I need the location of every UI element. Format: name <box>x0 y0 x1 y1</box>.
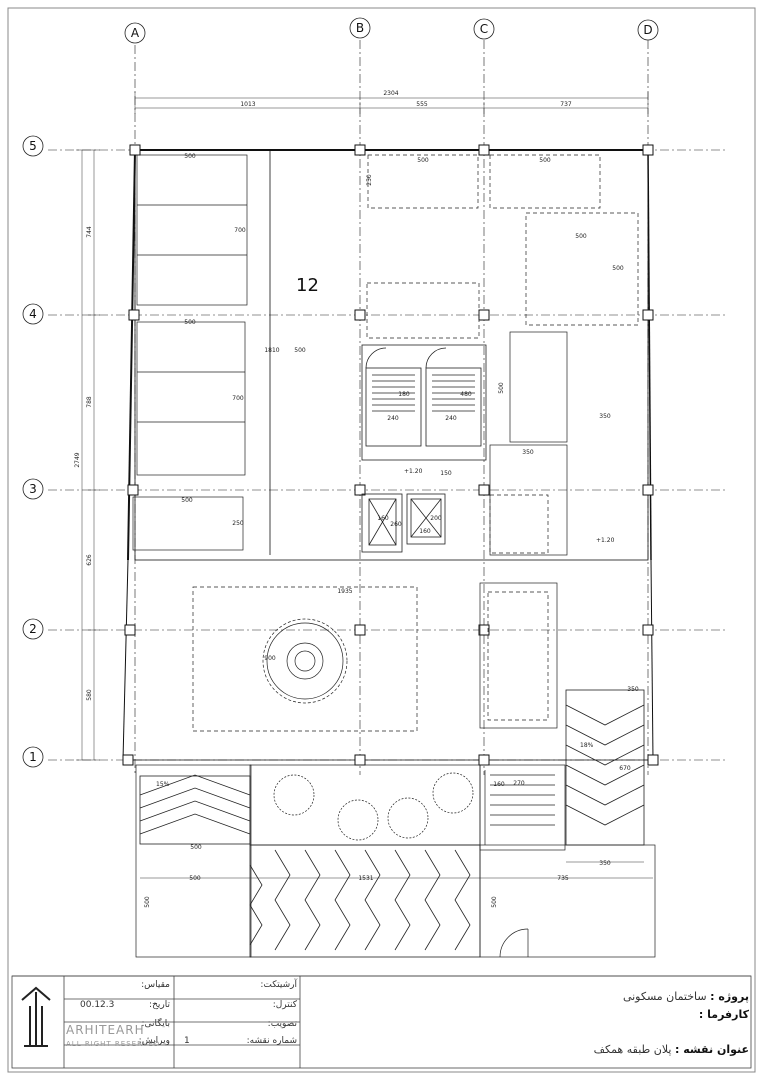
grid-label-c: C <box>480 22 488 36</box>
revision-label: ویرایش: <box>138 1036 170 1046</box>
dim-350-a: 350 <box>599 413 611 420</box>
dim-width-bc: 555 <box>416 101 428 108</box>
grid-bubbles <box>22 17 659 768</box>
dim-top-500-d: 500 <box>612 265 624 272</box>
dim-top-500-a: 500 <box>417 157 429 164</box>
level-left: +1.20 <box>404 468 423 475</box>
grid-label-1: 1 <box>29 750 37 764</box>
dim-stall-500-b: 500 <box>184 319 196 326</box>
grid-label-b: B <box>356 21 364 35</box>
ramp-right <box>565 689 645 846</box>
scale-label: مقیاس: <box>141 980 170 990</box>
ramp-left <box>139 774 251 845</box>
trees <box>273 772 474 841</box>
archive-label: بایگانی: <box>141 1019 170 1029</box>
dim-depth-21: 580 <box>86 689 93 701</box>
dim-overall-depth: 2749 <box>74 452 81 467</box>
dim-stall-250: 250 <box>232 520 244 527</box>
dim-top-500-b: 500 <box>539 157 551 164</box>
dim-260: 260 <box>390 521 402 528</box>
brand-name: ARHITEARH <box>66 1023 145 1037</box>
grid-label-a: A <box>131 26 140 40</box>
client-label: کارفرما : <box>698 1008 749 1021</box>
dim-lot-depth: 1810 <box>264 347 279 354</box>
parking-stalls-dashed <box>192 154 639 732</box>
grid-label-3: 3 <box>29 482 37 496</box>
checked-label: کنترل: <box>272 1000 297 1010</box>
courtyard-feature <box>262 618 348 704</box>
title-block-frame <box>11 975 752 1069</box>
dim-stall-500-a: 500 <box>184 153 196 160</box>
slope-right: 18% <box>580 742 594 749</box>
sheet-number-label: شماره نقشه: <box>246 1036 297 1046</box>
parking-stalls-solid <box>479 331 568 729</box>
dim-depth-43: 788 <box>86 396 93 408</box>
dim-160-b: 160 <box>419 528 431 535</box>
grid-label-4: 4 <box>29 307 37 321</box>
dim-width-cd: 737 <box>560 101 572 108</box>
dim-stall-700-b: 700 <box>232 395 244 402</box>
dim-150: 150 <box>440 470 452 477</box>
dim-240-a: 240 <box>387 415 399 422</box>
dim-160-c: 160 <box>493 781 505 788</box>
dim-200: 200 <box>430 515 442 522</box>
dim-480: 480 <box>460 391 472 398</box>
architect-label: آرشیتکت: <box>260 980 297 990</box>
dim-bottom-1531: 1531 <box>358 875 373 882</box>
dim-270: 270 <box>513 780 525 787</box>
front-yard <box>135 764 656 958</box>
date-value: 00.12.3 <box>80 1000 115 1010</box>
drawing-title: عنوان نقشه : پلان طبقه همکف <box>593 1043 749 1056</box>
dim-160-a: 160 <box>377 515 389 522</box>
dim-1935: 1935 <box>337 588 352 595</box>
date-label: تاریخ: <box>149 1000 170 1010</box>
dim-180: 180 <box>398 391 410 398</box>
dim-250-v: 250 <box>366 174 373 186</box>
grid-label-d: D <box>643 23 652 37</box>
sheet-border <box>7 7 756 1073</box>
ramp-entrance <box>249 844 481 958</box>
brand-sub: ALL RIGHT RESERVED <box>66 1040 161 1048</box>
dim-350-b: 350 <box>522 449 534 456</box>
parking-stalls-left <box>132 154 248 551</box>
dim-depth-54: 744 <box>86 226 93 238</box>
dim-900: 900 <box>264 655 276 662</box>
grid-label-5: 5 <box>29 139 37 153</box>
dim-middle-500: 500 <box>294 347 306 354</box>
structural-columns <box>122 144 659 766</box>
approved-label: تصویب: <box>267 1019 297 1029</box>
building-walls <box>122 149 654 761</box>
dim-depth-32: 626 <box>86 554 93 566</box>
left-dimension-lines <box>76 149 100 761</box>
level-right: +1.20 <box>596 537 615 544</box>
room-number: 12 <box>296 275 319 296</box>
stair-core <box>361 344 487 553</box>
grid-label-2: 2 <box>29 622 37 636</box>
dim-top-500-c: 500 <box>575 233 587 240</box>
project-label: پروژه : ساختمان مسکونی <box>622 990 749 1003</box>
project-value: ساختمان مسکونی <box>622 990 707 1003</box>
dim-stall-700-a: 700 <box>234 227 246 234</box>
drawing-title-value: پلان طبقه همکف <box>593 1043 672 1056</box>
dim-bottom-350: 350 <box>599 860 611 867</box>
dim-bottom-500: 500 <box>189 875 201 882</box>
sheet-number-value: 1 <box>184 1036 190 1046</box>
slope-left: 15% <box>156 781 170 788</box>
dim-500-v-a: 500 <box>144 896 151 908</box>
dim-ramp-500: 500 <box>190 844 202 851</box>
dim-overall-width: 2304 <box>383 90 398 97</box>
dim-500-v-c: 500 <box>498 382 505 394</box>
top-dimension-lines <box>134 92 649 114</box>
company-logo-icon <box>21 986 51 1047</box>
dim-670: 670 <box>619 765 631 772</box>
dim-bottom-735: 735 <box>557 875 569 882</box>
dim-350-c: 350 <box>627 686 639 693</box>
dim-width-ab: 1013 <box>240 101 255 108</box>
dim-240-b: 240 <box>445 415 457 422</box>
dim-stall-500-c: 500 <box>181 497 193 504</box>
dim-500-v-b: 500 <box>491 896 498 908</box>
